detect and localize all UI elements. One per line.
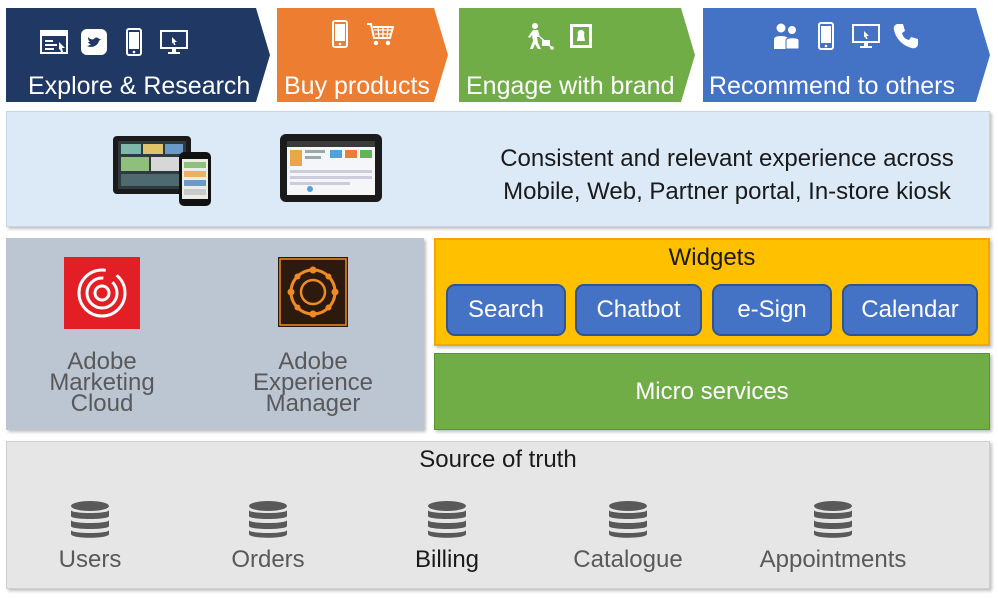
adobe-panel: Adobe Marketing Cloud Adobe Experience M… [6, 238, 424, 430]
source-of-truth-panel: Source of truth Users Orders Billing Cat… [6, 441, 990, 589]
widget-esign-button[interactable]: e-Sign [712, 284, 832, 336]
adobe-marketing-cloud-line-3: Cloud [70, 390, 134, 417]
database-icon [71, 501, 109, 538]
datastore-users: Users [0, 500, 190, 574]
channels-panel: Consistent and relevant experience acros… [6, 111, 990, 227]
adobe-marketing-cloud-line-2: Marketing [49, 369, 155, 396]
stage-engage-icons [527, 22, 595, 50]
datastore-orders-label: Orders [231, 546, 305, 573]
datastore-billing: Billing [347, 500, 547, 574]
twitter-icon [81, 29, 107, 55]
adobe-marketing-cloud-label: Adobe Marketing Cloud [22, 348, 182, 417]
tablet-and-phone-image [113, 136, 211, 206]
stage-recommend-icons [772, 22, 920, 50]
channels-description: Consistent and relevant experience acros… [472, 142, 982, 208]
monitor-icon [852, 24, 880, 48]
journey-bar: Explore & Research Buy products Engage w… [0, 0, 998, 105]
database-icon [814, 501, 852, 538]
database-icon [428, 501, 466, 538]
channels-line-2: Mobile, Web, Partner portal, In-store ki… [503, 178, 951, 205]
widgets-panel: Widgets Search Chatbot e-Sign Calendar [434, 238, 990, 346]
widgets-title: Widgets [668, 244, 756, 271]
cart-icon [367, 23, 394, 46]
phone-icon [893, 24, 918, 49]
stage-recommend-label: Recommend to others [709, 72, 955, 100]
stage-recommend-arrow [703, 8, 990, 102]
adobe-experience-manager-line-2: Experience [252, 369, 374, 396]
datastore-appointments-label: Appointments [759, 546, 907, 573]
monitor-icon [160, 30, 188, 54]
micro-services-panel: Micro services [434, 353, 990, 430]
mobile-icon [818, 22, 834, 50]
datastore-catalogue-label: Catalogue [573, 546, 683, 573]
datastore-billing-label: Billing [414, 546, 480, 573]
stage-buy-icons [326, 20, 394, 48]
journey-chevrons [6, 8, 990, 102]
delivery-person-icon [528, 23, 554, 50]
datastore-catalogue: Catalogue [528, 500, 728, 574]
adobe-experience-manager-line-3: Manager [265, 390, 361, 417]
database-icon [249, 501, 287, 538]
micro-services-label: Micro services [635, 377, 789, 405]
stage-buy-arrow [277, 8, 448, 102]
tablet-image [280, 134, 382, 202]
database-icon [609, 501, 647, 538]
stage-buy-label: Buy products [284, 72, 430, 100]
adobe-marketing-cloud-line-1: Adobe [67, 348, 137, 375]
adobe-experience-manager-logo [278, 257, 348, 327]
stage-explore-icons [40, 28, 188, 56]
adobe-experience-manager-line-1: Adobe [278, 348, 348, 375]
adobe-marketing-cloud-logo [64, 257, 140, 329]
adobe-experience-manager-label: Adobe Experience Manager [233, 348, 393, 417]
stage-engage-label: Engage with brand [466, 72, 675, 100]
browser-icon [40, 30, 68, 54]
channels-line-1: Consistent and relevant experience acros… [500, 145, 954, 172]
datastore-orders: Orders [168, 500, 368, 574]
mobile-icon [332, 20, 348, 48]
stage-engage-arrow [459, 8, 695, 102]
datastore-appointments: Appointments [733, 500, 933, 574]
people-icon [774, 23, 800, 50]
source-of-truth-title: Source of truth [419, 446, 577, 473]
widget-calendar-button[interactable]: Calendar [842, 284, 978, 336]
widget-chatbot-button[interactable]: Chatbot [575, 284, 702, 336]
mobile-icon [126, 28, 142, 56]
datastore-users-label: Users [58, 546, 122, 573]
stage-explore-label: Explore & Research [28, 72, 251, 100]
stamp-icon [570, 24, 592, 48]
widget-search-button[interactable]: Search [446, 284, 566, 336]
